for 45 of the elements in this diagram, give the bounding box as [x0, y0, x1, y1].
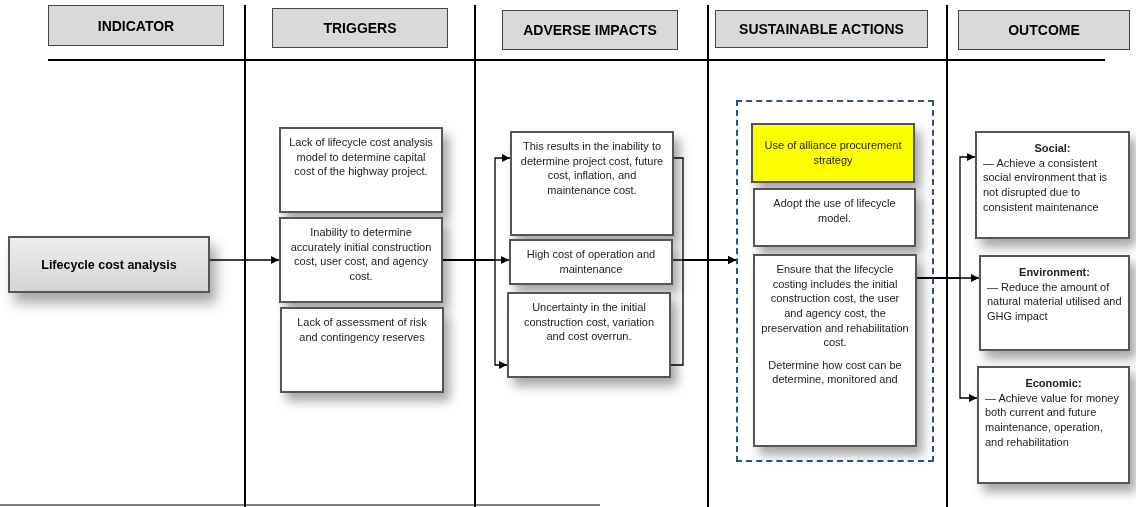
- box-text: Lack of lifecycle cost analysis model to determine capital cost of the highway project.: [288, 135, 434, 179]
- action-box: [751, 123, 915, 183]
- arrow: [209, 256, 280, 264]
- box-text: Inability to determine accurately initial construction cost, user cost, and agency cost.: [289, 225, 433, 284]
- impact-box: [509, 239, 673, 285]
- impact-box: [507, 292, 671, 378]
- outcome-text: — Achieve a consistent social environment that is not disrupted due to consistent maintenance: [983, 155, 1109, 215]
- column-header: [502, 10, 678, 50]
- arrow: [916, 277, 978, 402]
- column-header: [958, 10, 1130, 50]
- trigger-box: [279, 217, 443, 303]
- box-text: Ensure that the lifecycle costing includes the initial construction cost, the user and agency cost, the preservation and rehabilitation cost.: [761, 262, 909, 350]
- column-header: [48, 5, 224, 46]
- box-text: Uncertainty in the initial construction cost, variation and cost overrun.: [522, 300, 656, 344]
- box-text: Determine how cost can be determine, monitored and: [767, 357, 903, 387]
- header-text: OUTCOME: [1007, 22, 1081, 38]
- outcome-heading: Social:: [1033, 141, 1072, 156]
- outcome-text: — Reduce the amount of natural material utilised and GHG impact: [987, 279, 1122, 324]
- outcome-box: [975, 131, 1130, 239]
- dashed-group-box: [736, 100, 934, 462]
- outcome-text: — Achieve value for money both current and future maintenance, operation, and rehabilitation: [985, 390, 1120, 450]
- arrow: [670, 256, 737, 366]
- box-text: Lack of assessment of risk and contingency reserves: [296, 315, 428, 345]
- trigger-box: [280, 307, 444, 393]
- column-header: [272, 8, 448, 48]
- column-header: [715, 10, 928, 48]
- header-text: INDICATOR: [96, 17, 176, 34]
- box-text: Adopt the use of lifecycle model.: [772, 196, 897, 226]
- box-text: Lifecycle cost analysis: [40, 257, 178, 272]
- header-text: ADVERSE IMPACTS: [522, 22, 658, 38]
- action-box: [753, 254, 917, 447]
- outcome-heading: Economic:: [1024, 376, 1083, 391]
- outcome-box: [977, 366, 1130, 484]
- arrow: [442, 259, 508, 369]
- box-text: This results in the inability to determine project cost, future cost, inflation, and maintenance cost.: [519, 139, 665, 198]
- action-box: [753, 188, 916, 247]
- header-text: SUSTAINABLE ACTIONS: [738, 21, 905, 37]
- trigger-box: [279, 127, 443, 213]
- header-text: TRIGGERS: [322, 20, 398, 36]
- outcome-heading: Environment:: [1018, 265, 1091, 280]
- impact-box: [510, 131, 674, 236]
- outcome-box: [979, 255, 1130, 351]
- box-text: Use of alliance procurement strategy: [763, 138, 903, 168]
- indicator-box: [8, 236, 210, 293]
- box-text: High cost of operation and maintenance: [525, 247, 657, 277]
